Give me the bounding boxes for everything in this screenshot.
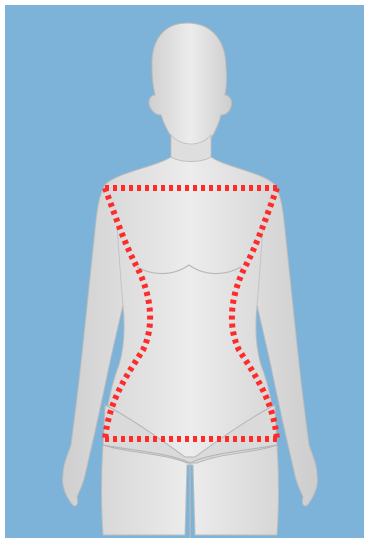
body-shape-panel	[5, 5, 364, 538]
body-shape-illustration	[5, 5, 364, 538]
head	[149, 23, 232, 149]
